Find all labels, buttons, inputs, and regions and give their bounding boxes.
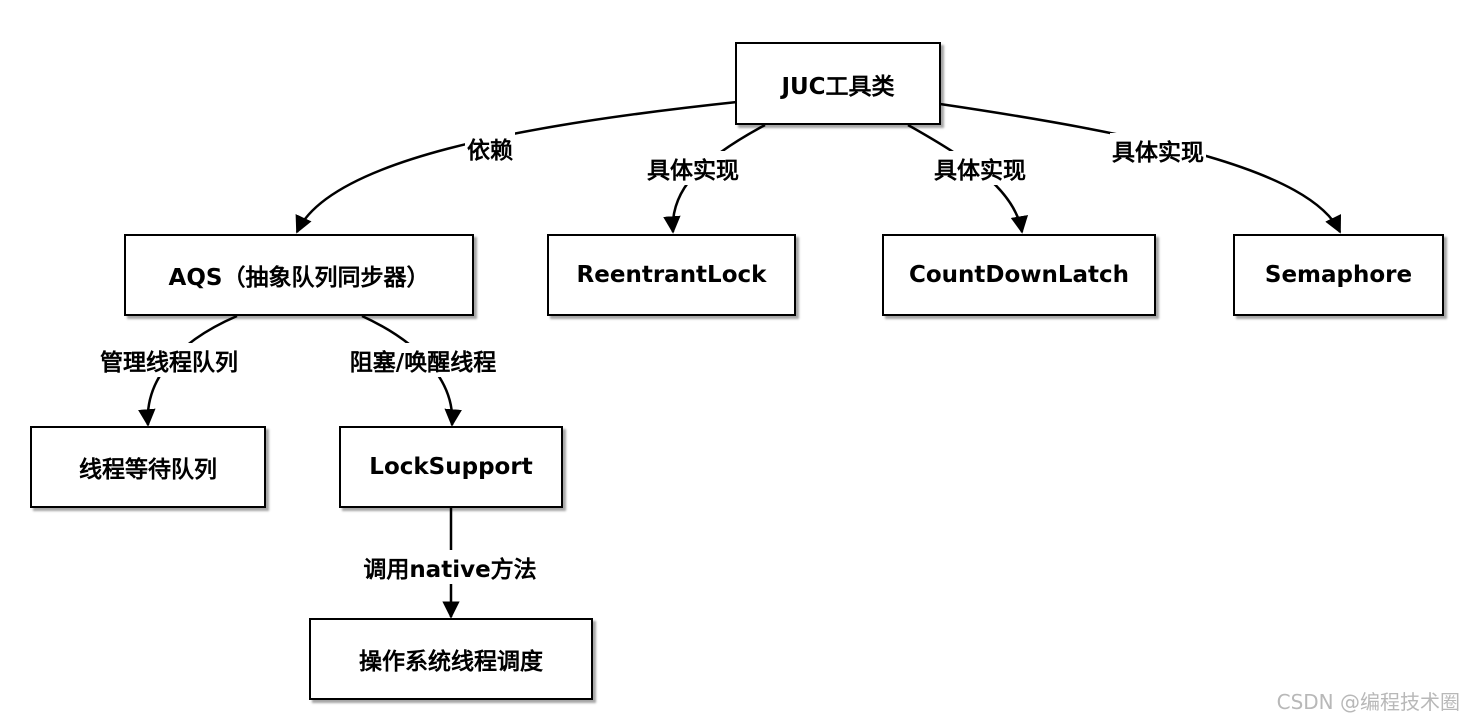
node-semaphore[interactable]: Semaphore bbox=[1233, 234, 1444, 316]
label-locksupport-os: 调用native方法 bbox=[361, 550, 539, 584]
node-countdownlatch[interactable]: CountDownLatch bbox=[882, 234, 1156, 316]
node-aqs[interactable]: AQS（抽象队列同步器） bbox=[124, 234, 474, 316]
node-juc-tools[interactable]: JUC工具类 bbox=[735, 42, 941, 125]
node-os-thread-scheduling[interactable]: 操作系统线程调度 bbox=[309, 618, 593, 700]
node-reentrantlock[interactable]: ReentrantLock bbox=[547, 234, 796, 316]
label-root-semaphore: 具体实现 bbox=[1110, 133, 1206, 167]
edge-root-semaphore bbox=[939, 102, 1342, 234]
watermark: CSDN @编程技术圈 bbox=[1276, 690, 1460, 714]
node-locksupport[interactable]: LockSupport bbox=[339, 426, 563, 508]
label-aqs-queue: 管理线程队列 bbox=[98, 343, 240, 377]
node-thread-wait-queue[interactable]: 线程等待队列 bbox=[30, 426, 266, 508]
label-root-aqs: 依赖 bbox=[465, 131, 515, 165]
label-root-reentrant: 具体实现 bbox=[645, 151, 741, 185]
edge-root-aqs bbox=[295, 100, 738, 234]
label-aqs-locksupport: 阻塞/唤醒线程 bbox=[347, 343, 499, 377]
label-root-countdown: 具体实现 bbox=[932, 151, 1028, 185]
